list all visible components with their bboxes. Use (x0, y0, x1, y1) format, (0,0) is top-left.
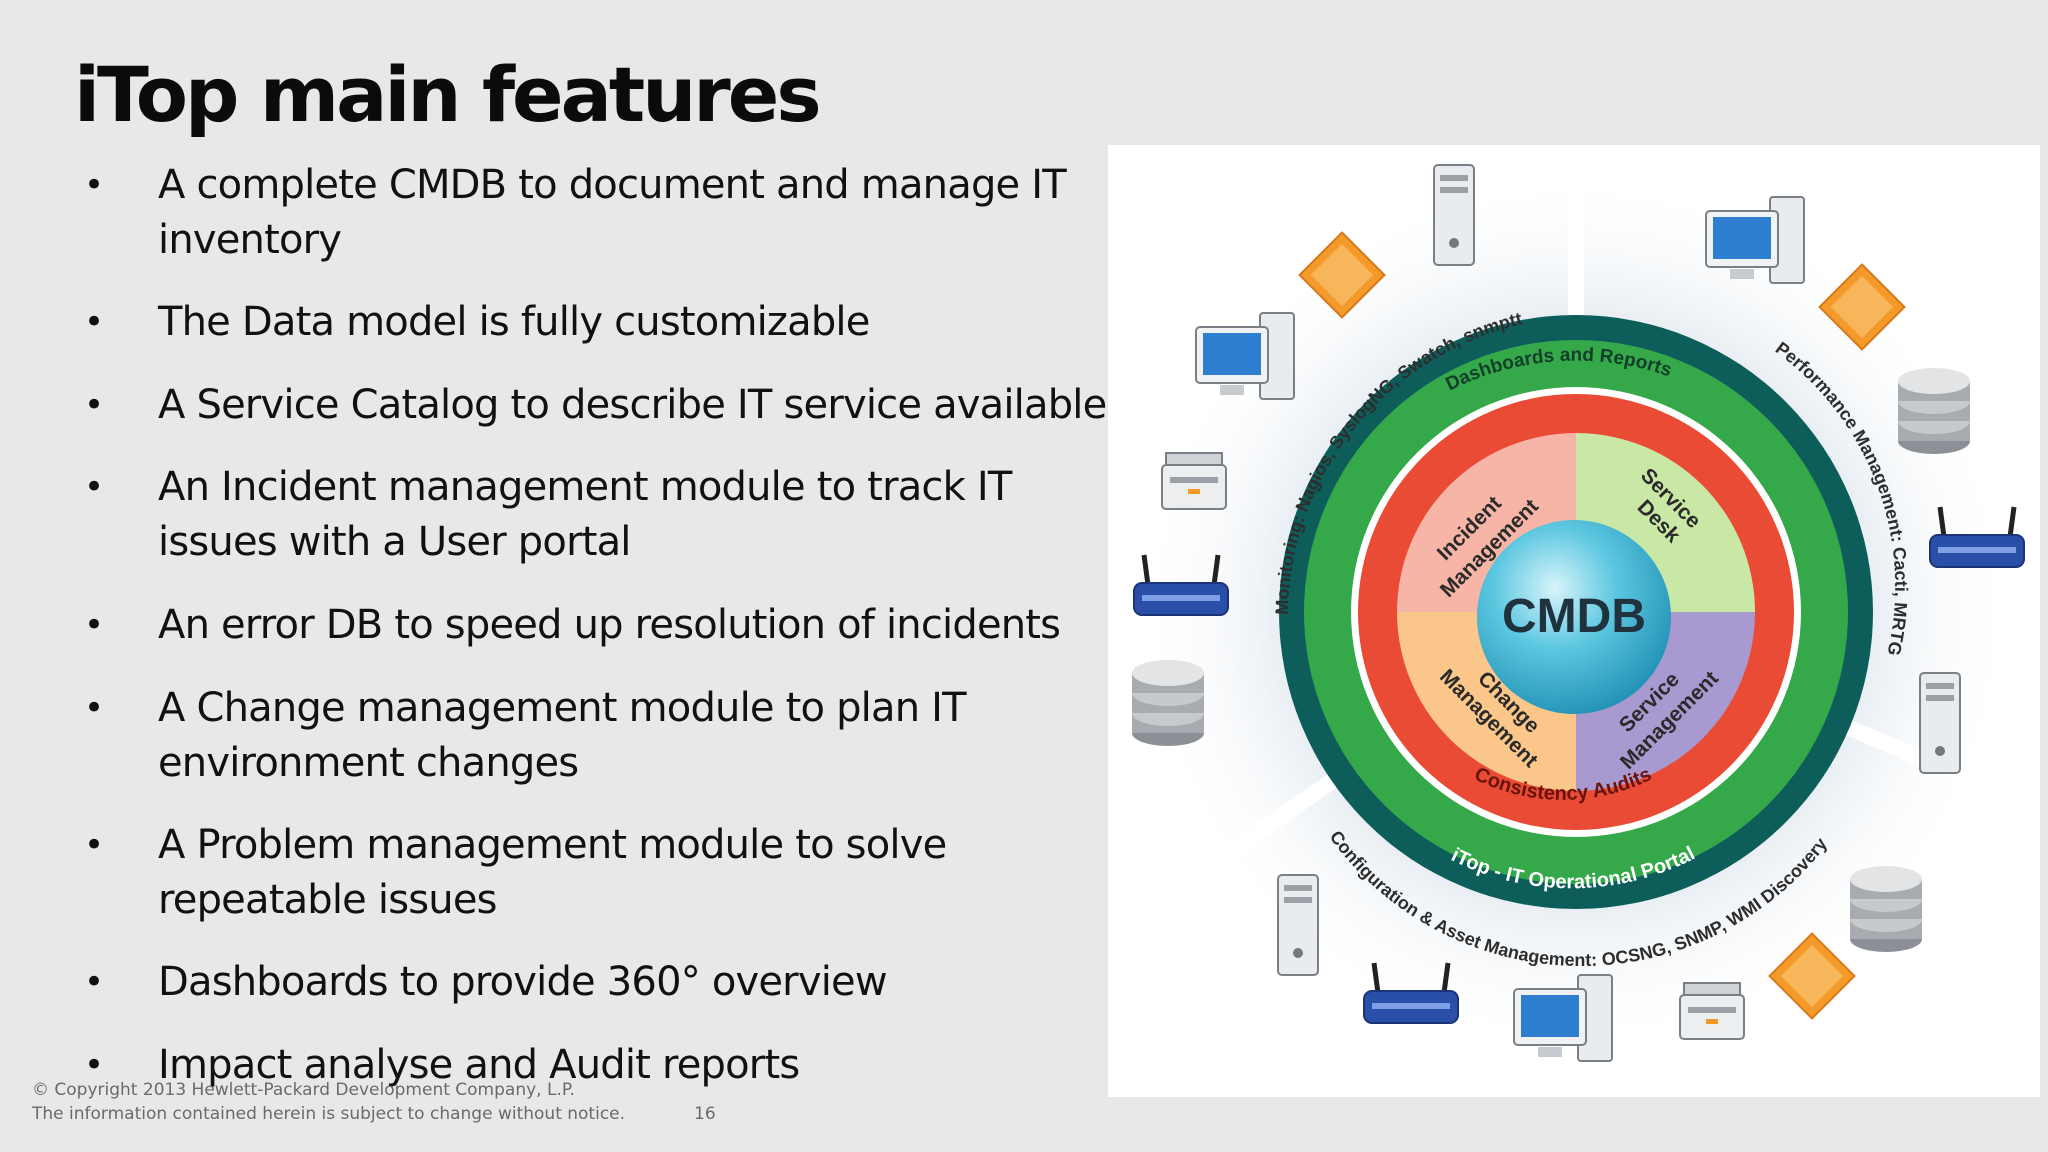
bullet-icon: • (84, 165, 104, 205)
notice-text: The information contained herein is subj… (32, 1104, 626, 1124)
feature-text: A Service Catalog to describe IT service… (158, 382, 1107, 428)
feature-item: • An error DB to speed up resolution of … (78, 598, 1118, 653)
slide-title: iTop main features (74, 50, 822, 139)
feature-item: • A complete CMDB to document and manage… (78, 158, 1118, 268)
server-icon (1277, 874, 1319, 976)
feature-text: An Incident management module to track I… (158, 464, 1012, 565)
feature-item: • A Problem management module to solve r… (78, 818, 1118, 928)
desktop-icon (1705, 196, 1805, 284)
database-icon (1850, 866, 1922, 952)
feature-text: A Change management module to plan IT en… (158, 685, 967, 786)
desktop-icon (1195, 312, 1295, 400)
feature-text: A Problem management module to solve rep… (158, 822, 947, 923)
cmdb-core (1477, 520, 1671, 714)
bullet-icon: • (84, 385, 104, 425)
feature-text: A complete CMDB to document and manage I… (158, 162, 1067, 263)
database-icon (1898, 368, 1970, 454)
diamond-icon (1818, 263, 1906, 351)
footer: © Copyright 2013 Hewlett-Packard Develop… (32, 1078, 625, 1126)
feature-text: Impact analyse and Audit reports (158, 1042, 800, 1088)
bullet-icon: • (84, 467, 104, 507)
bullet-icon: • (84, 605, 104, 645)
page-number: 16 (694, 1104, 716, 1124)
printer-icon (1679, 982, 1745, 1040)
feature-item: • Dashboards to provide 360° overview (78, 955, 1118, 1010)
bullet-icon: • (84, 302, 104, 342)
cmdb-label: CMDB (1502, 590, 1646, 643)
diamond-icon (1768, 932, 1856, 1020)
bullet-icon: • (84, 688, 104, 728)
printer-icon (1161, 452, 1227, 510)
router-icon (1133, 554, 1229, 616)
feature-item: • Impact analyse and Audit reports (78, 1038, 1118, 1093)
bullet-icon: • (84, 1045, 104, 1085)
desktop-icon (1513, 974, 1613, 1062)
diamond-icon (1298, 231, 1386, 319)
router-icon (1363, 962, 1459, 1024)
database-icon (1132, 660, 1204, 746)
feature-item: • A Service Catalog to describe IT servi… (78, 378, 1118, 433)
feature-item: • A Change management module to plan IT … (78, 681, 1118, 791)
feature-item: • The Data model is fully customizable (78, 295, 1118, 350)
server-icon (1919, 672, 1961, 774)
itop-diagram: CMDB Incident Management Service Desk Ch… (1108, 145, 2040, 1097)
bullet-icon: • (84, 825, 104, 865)
copyright-text: © Copyright 2013 Hewlett-Packard Develop… (32, 1080, 575, 1100)
router-icon (1929, 506, 2025, 568)
feature-text: An error DB to speed up resolution of in… (158, 602, 1061, 648)
feature-item: • An Incident management module to track… (78, 460, 1118, 570)
feature-text: Dashboards to provide 360° overview (158, 959, 888, 1005)
bullet-icon: • (84, 962, 104, 1002)
feature-text: The Data model is fully customizable (158, 299, 870, 345)
server-icon (1433, 164, 1475, 266)
